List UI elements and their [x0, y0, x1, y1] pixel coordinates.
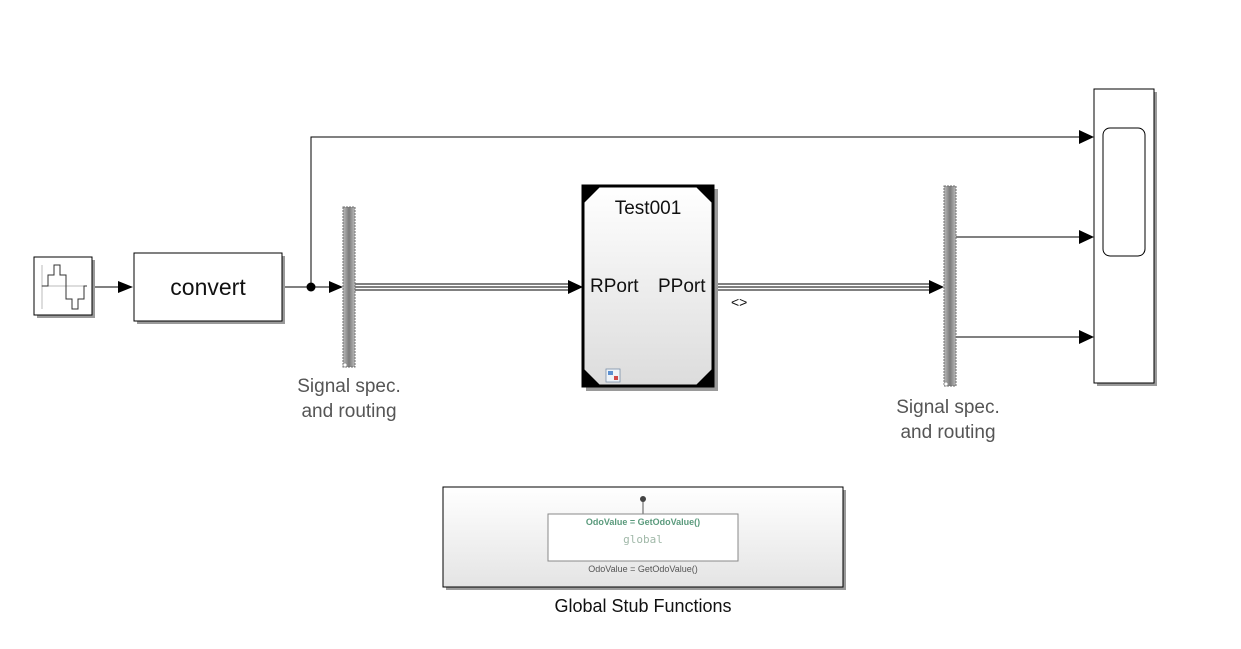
- bus-bar-left-port: [342, 362, 348, 368]
- trigger-port-icon: [640, 496, 646, 502]
- global-stub-caption: Global Stub Functions: [554, 596, 732, 616]
- bus-right-caption-line1: Signal spec.: [896, 397, 1000, 418]
- function-caller-box[interactable]: [547, 513, 739, 562]
- bus-left-caption-line1: Signal spec.: [297, 376, 401, 397]
- signal-annotation: <>: [731, 294, 748, 310]
- subsystem-in-port-label: RPort: [590, 276, 639, 297]
- convert-label: convert: [170, 274, 246, 300]
- arrowhead: [118, 281, 133, 293]
- subsystem-block[interactable]: [581, 184, 715, 388]
- arrowhead: [1079, 330, 1094, 344]
- subsystem-corner-marks: [584, 187, 712, 385]
- function-scope: global: [623, 533, 663, 546]
- function-signature: OdoValue = GetOdoValue(): [585, 517, 701, 527]
- arrowhead: [1079, 230, 1094, 244]
- bus-bar-right[interactable]: [943, 185, 957, 387]
- arrowhead: [929, 280, 944, 294]
- bus-right-caption-line2: and routing: [900, 422, 996, 443]
- variant-badge-icon[interactable]: [605, 368, 621, 383]
- convert-block[interactable]: [133, 252, 283, 322]
- arrowhead: [568, 280, 583, 294]
- bus-bar-left[interactable]: [342, 206, 356, 368]
- bus-left-caption-line2: and routing: [301, 401, 397, 422]
- scope-screen-icon: [1102, 127, 1146, 257]
- line-branch-to-scope[interactable]: [310, 136, 1079, 287]
- subsystem-title: Test001: [614, 198, 682, 219]
- arrowhead: [329, 281, 343, 293]
- waveform-icon: [41, 264, 87, 310]
- global-stub-footer: OdoValue = GetOdoValue(): [588, 564, 698, 574]
- subsystem-out-port-label: PPort: [658, 276, 706, 297]
- bus-bar-right-port: [943, 381, 949, 387]
- arrowhead: [1079, 130, 1094, 144]
